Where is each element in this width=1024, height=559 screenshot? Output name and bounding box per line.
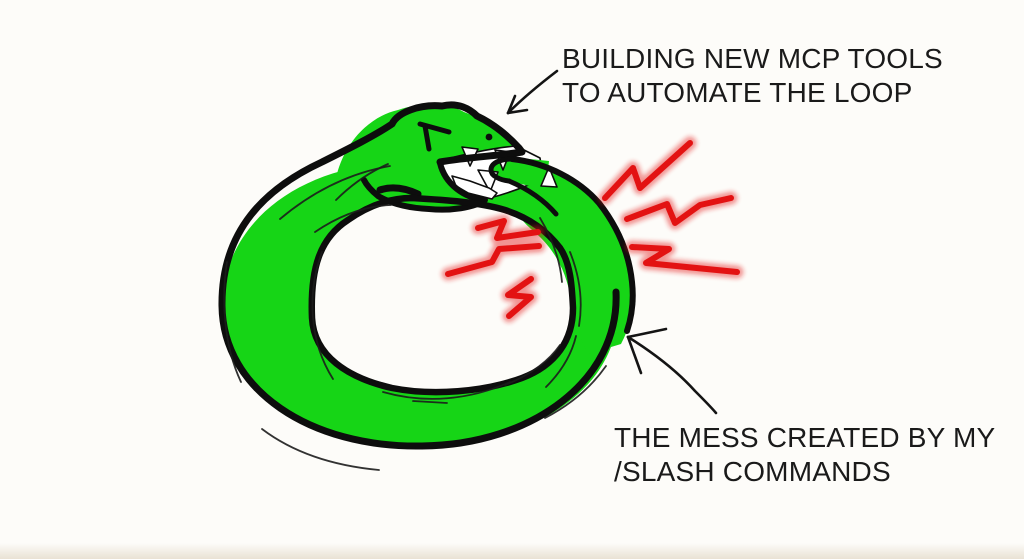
label-building-tools: BUILDING NEW MCP TOOLS TO AUTOMATE THE L… — [562, 42, 943, 110]
label-mess-line2: /SLASH COMMANDS — [614, 456, 891, 487]
label-mess: THE MESS CREATED BY MY /SLASH COMMANDS — [614, 421, 995, 489]
arrow-to-snake-head-icon — [506, 69, 559, 115]
snake-brow — [417, 121, 452, 152]
ink-outlines — [218, 101, 636, 450]
label-building-tools-line2: TO AUTOMATE THE LOOP — [562, 77, 913, 108]
label-mess-line1: THE MESS CREATED BY MY — [614, 422, 996, 453]
snake-eye — [485, 133, 493, 141]
impact-sparks-left-icon — [448, 221, 539, 316]
sketch-lines — [223, 163, 607, 471]
arrow-to-mess-icon — [626, 327, 718, 415]
label-building-tools-line1: BUILDING NEW MCP TOOLS — [562, 43, 943, 74]
